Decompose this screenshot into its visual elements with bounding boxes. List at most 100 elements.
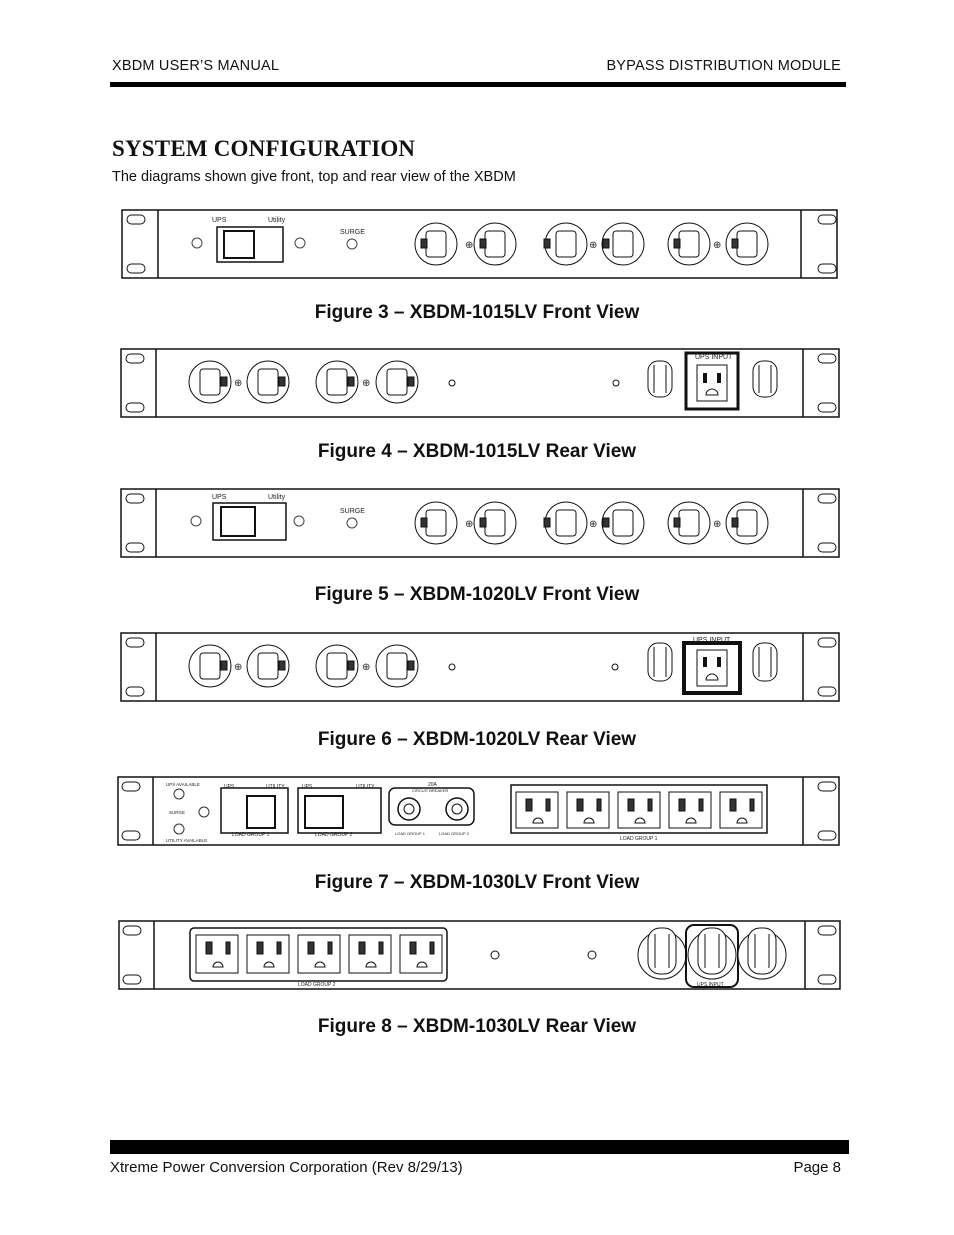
outlet-row [188, 360, 419, 404]
indicator-led-icon [173, 823, 185, 835]
svg-text:UPS: UPS [302, 784, 313, 790]
figure-8-diagram: LOAD GROUP 2 UPS INPUT [118, 920, 841, 990]
figure-8-caption: Figure 8 – XBDM-1030LV Rear View [317, 1016, 637, 1037]
figure-3-caption: Figure 3 – XBDM-1015LV Front View [314, 302, 640, 323]
cord-grip-icon [647, 642, 673, 682]
mount-slot-icon [122, 974, 142, 985]
indicator-led-icon [190, 515, 202, 527]
mount-slot-icon [817, 686, 837, 697]
mount-slot-icon [125, 493, 145, 504]
ups-available-label: UPS AVAILABLE [166, 782, 200, 787]
mount-slot-icon [126, 214, 146, 225]
header-section-title: BYPASS DISTRIBUTION MODULE [606, 58, 841, 74]
load-group-2-label: LOAD GROUP 2 [315, 832, 353, 838]
outlet-row [188, 644, 419, 688]
surge-led-icon [346, 517, 358, 529]
mount-slot-icon [125, 637, 145, 648]
mount-slot-icon [125, 353, 145, 364]
svg-text:⊕: ⊕ [713, 240, 721, 251]
footer-company: Xtreme Power Conversion Corporation (Rev… [110, 1159, 463, 1176]
mount-slot-icon [122, 925, 142, 936]
svg-text:LOAD GROUP 2: LOAD GROUP 2 [439, 831, 470, 836]
svg-text:LOAD GROUP 1: LOAD GROUP 1 [395, 831, 426, 836]
footer-rule [110, 1140, 849, 1154]
transfer-switch-icon [216, 226, 284, 263]
load-group-2-outlets [189, 927, 448, 982]
outlets-group-label: LOAD GROUP 2 [298, 982, 336, 988]
transfer-switch-2-icon [297, 787, 382, 834]
mount-slot-icon [817, 214, 837, 225]
svg-text:⊕: ⊕ [362, 662, 370, 673]
svg-text:⊕: ⊕ [589, 519, 597, 530]
ups-input-label: UPS INPUT [697, 982, 724, 988]
indicator-led-icon [294, 237, 306, 249]
surge-label: SURGE [169, 810, 185, 815]
figure-5-diagram: UPS Utility SURGE ⊕ ⊕ ⊕ [120, 488, 840, 558]
outlet-row [195, 934, 443, 974]
svg-text:⊕: ⊕ [234, 662, 242, 673]
transfer-switch-1-icon [220, 787, 289, 834]
indicator-led-icon [191, 237, 203, 249]
mount-slot-icon [817, 353, 837, 364]
breaker-2-icon [445, 797, 469, 821]
svg-text:⊕: ⊕ [465, 240, 473, 251]
mount-slot-icon [817, 493, 837, 504]
mount-slot-icon [817, 974, 837, 985]
surge-label: SURGE [340, 229, 365, 236]
mount-slot-icon [817, 263, 837, 274]
figure-7-caption: Figure 7 – XBDM-1030LV Front View [314, 872, 640, 893]
mount-slot-icon [817, 402, 837, 413]
mount-slot-icon [121, 781, 141, 792]
figure-4-caption: Figure 4 – XBDM-1015LV Rear View [317, 441, 637, 462]
outlet-row [414, 501, 769, 545]
outlets-group-label: LOAD GROUP 1 [620, 836, 658, 842]
figure-6-diagram: ⊕ ⊕ UPS INPUT [120, 632, 840, 702]
mount-slot-icon [125, 542, 145, 553]
header-manual-title: XBDM USER’S MANUAL [112, 58, 280, 74]
figure-5-caption: Figure 5 – XBDM-1020LV Front View [314, 584, 640, 605]
ups-label: UPS [212, 217, 227, 224]
figure-6-caption: Figure 6 – XBDM-1020LV Rear View [317, 729, 637, 750]
circuit-breaker-box [388, 787, 475, 826]
header-rule [110, 82, 846, 87]
svg-text:⊕: ⊕ [713, 519, 721, 530]
cord-grip-icon [737, 927, 787, 980]
mount-slot-icon [126, 263, 146, 274]
mount-slot-icon [817, 637, 837, 648]
outlet-row [515, 791, 763, 829]
figure-7-diagram: UPS AVAILABLE SURGE UTILITY AVAILABLE UP… [117, 776, 840, 846]
utility-label: Utility [268, 494, 286, 501]
svg-text:⊕: ⊕ [589, 240, 597, 251]
cord-grip-icon [647, 360, 673, 398]
svg-text:UTILITY: UTILITY [356, 784, 375, 790]
mount-slot-icon [125, 402, 145, 413]
mount-slot-icon [817, 925, 837, 936]
ups-input-label: UPS INPUT [693, 637, 731, 644]
breaker-1-icon [397, 797, 421, 821]
mount-slot-icon [817, 781, 837, 792]
figure-4-diagram: ⊕ ⊕ UPS INPUT [120, 348, 840, 418]
svg-text:20A: 20A [428, 782, 438, 788]
surge-led-icon [346, 238, 358, 250]
ups-input-label: UPS INPUT [695, 354, 733, 361]
svg-text:UPS: UPS [224, 784, 235, 790]
mount-slot-icon [817, 542, 837, 553]
mount-slot-icon [125, 686, 145, 697]
circuit-breaker-label: CIRCUIT BREAKER [412, 788, 448, 793]
mount-slot-icon [121, 830, 141, 841]
svg-text:⊕: ⊕ [234, 378, 242, 389]
cord-grip-icon [752, 360, 778, 398]
indicator-led-icon [173, 788, 185, 800]
surge-label: SURGE [340, 508, 365, 515]
svg-text:⊕: ⊕ [362, 378, 370, 389]
indicator-led-icon [293, 515, 305, 527]
mount-slot-icon [817, 830, 837, 841]
section-title: SYSTEM CONFIGURATION [112, 136, 416, 161]
ups-label: UPS [212, 494, 227, 501]
page-number: Page 8 [793, 1159, 841, 1176]
section-intro: The diagrams shown give front, top and r… [112, 169, 516, 185]
cord-grip-icon [752, 642, 778, 682]
transfer-switch-icon [212, 502, 287, 541]
surge-led-icon [198, 806, 210, 818]
load-group-1-label: LOAD GROUP 1 [232, 832, 270, 838]
